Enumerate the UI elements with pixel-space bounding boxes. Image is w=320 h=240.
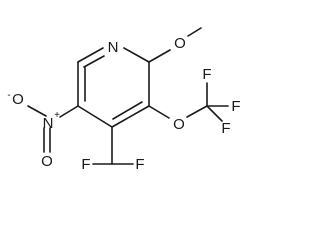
atom-nitro-oxygen-top: O bbox=[12, 91, 24, 108]
bond-c2-o-methoxy bbox=[148, 49, 171, 63]
pyridine-ring bbox=[77, 47, 150, 128]
chemical-structure-diagram: N O O F F F N + O - O F F bbox=[7, 27, 241, 173]
bond-n1-c2 bbox=[123, 47, 150, 63]
charge-nitro-oxygen-top: - bbox=[7, 90, 10, 101]
bond-c3-c4-inner bbox=[112, 101, 143, 120]
charge-nitro-nitrogen: + bbox=[54, 110, 60, 121]
bond-o-methyl bbox=[187, 27, 202, 37]
bond-c-f-bottom bbox=[206, 105, 223, 122]
atom-nitro-nitrogen: N bbox=[43, 115, 54, 132]
atom-nitro-oxygen-bottom: O bbox=[41, 153, 53, 170]
bond-c3-c4 bbox=[111, 105, 150, 128]
atom-fluorine-top: F bbox=[202, 66, 211, 83]
bond-c6-n1 bbox=[77, 47, 104, 63]
atom-ring-nitrogen: N bbox=[108, 39, 119, 56]
atom-methoxy-oxygen: O bbox=[174, 35, 186, 52]
atom-trifluoromethoxy-oxygen: O bbox=[173, 116, 185, 133]
bond-o-cf3 bbox=[186, 105, 208, 118]
bond-c6-n1-inner bbox=[83, 55, 105, 68]
bond-c5-n-nitro bbox=[59, 105, 79, 118]
atom-fluorine-bottom: F bbox=[221, 120, 230, 137]
bond-n-o-top bbox=[27, 105, 47, 117]
atom-chf2-fluorine-right: F bbox=[135, 156, 144, 173]
atom-fluorine-right: F bbox=[231, 98, 240, 115]
bond-c4-c5 bbox=[77, 105, 113, 128]
bond-c3-o-ocf3 bbox=[148, 105, 170, 119]
atom-chf2-fluorine-left: F bbox=[81, 156, 90, 173]
